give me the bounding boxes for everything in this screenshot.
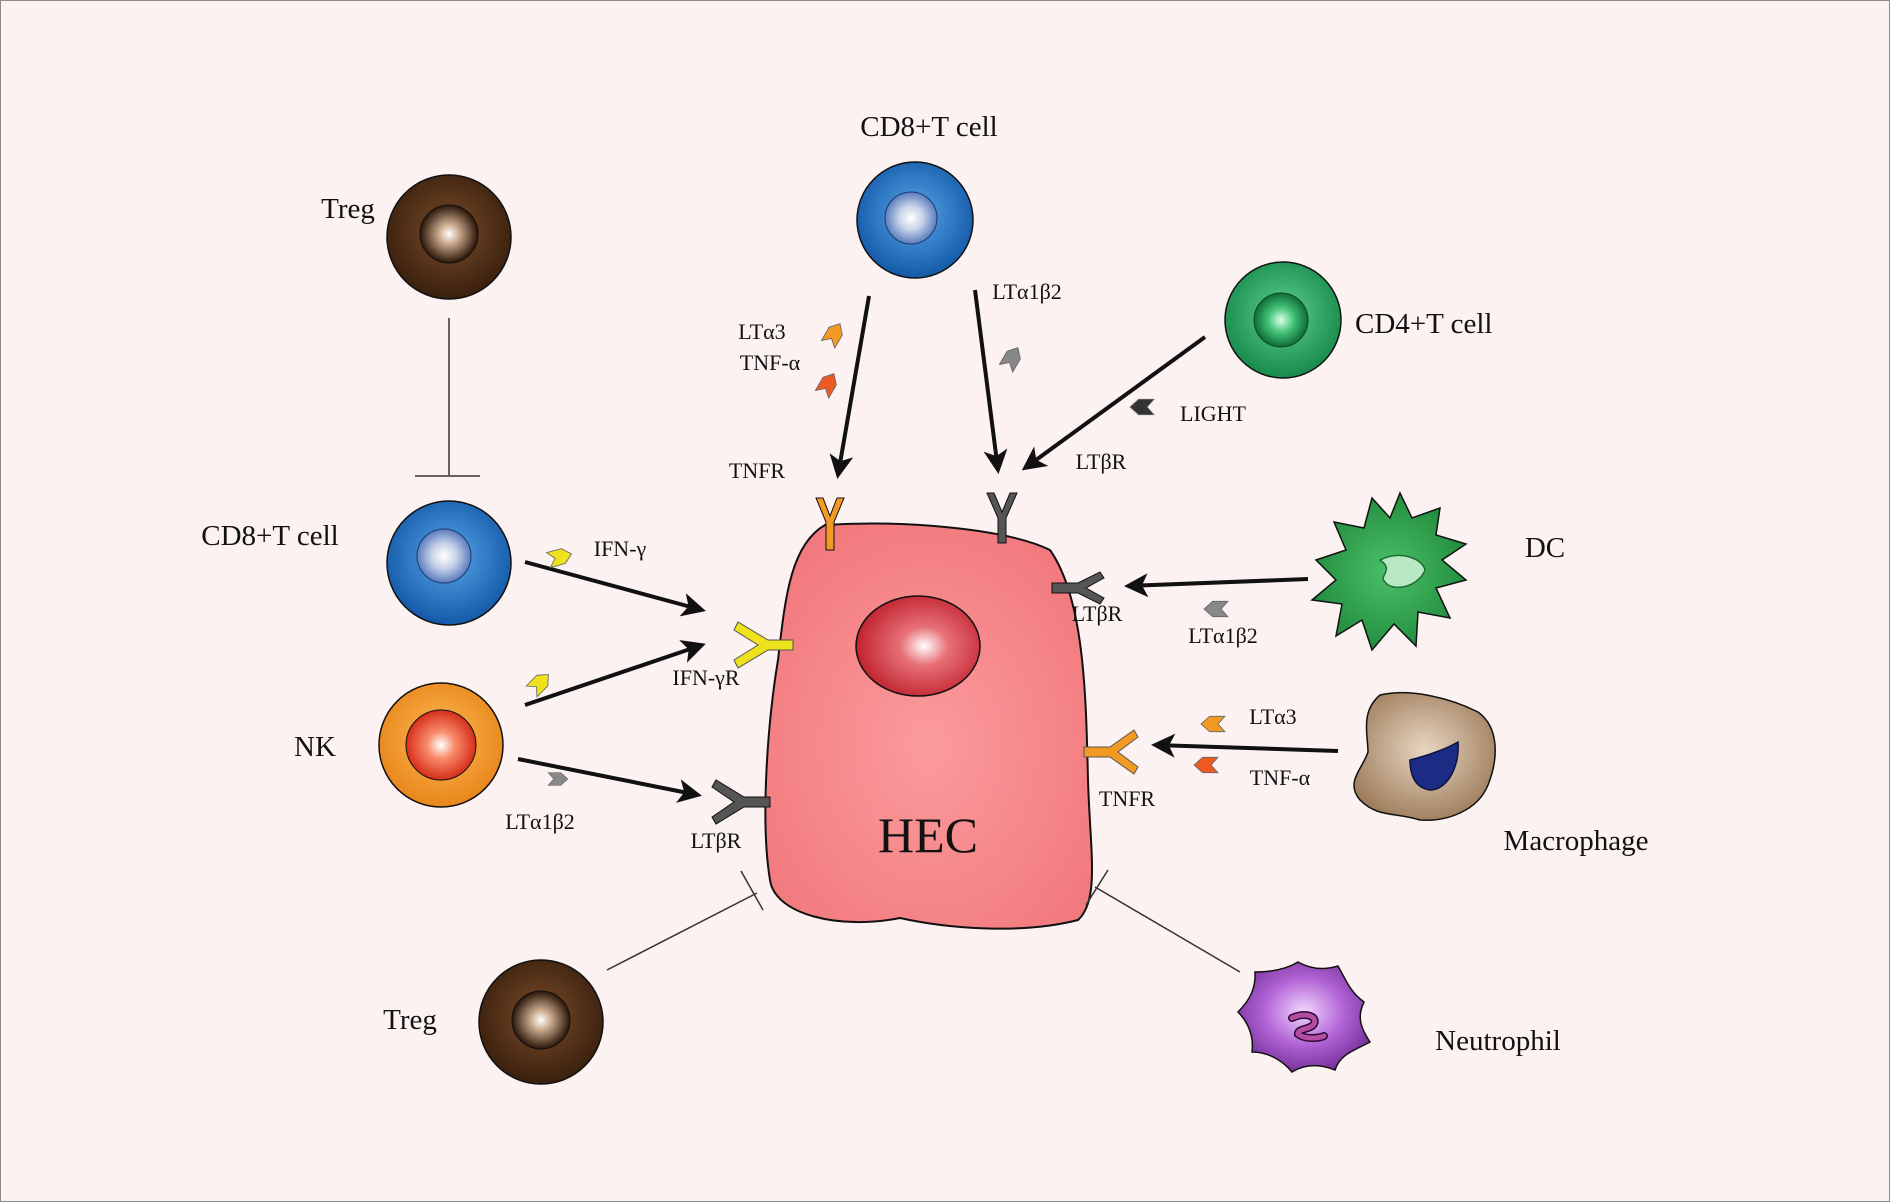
ifngr-label: IFN-γR — [672, 665, 739, 690]
treg-top-label: Treg — [321, 193, 375, 225]
ifngr-receptor — [733, 621, 794, 669]
macrophage-cell — [1353, 692, 1496, 821]
ltbr-top-label: LTβR — [1076, 449, 1127, 474]
arrow-macrophage-tnfr — [1151, 733, 1339, 758]
arrow-cd8top-ltbr — [973, 289, 1008, 474]
cd8-left-cell — [386, 500, 512, 626]
ltbr-left-label: LTβR — [691, 828, 742, 853]
tnfa-macrophage-label: TNF-α — [1250, 765, 1311, 790]
arrow-cd4-ltbr — [1021, 335, 1207, 471]
arrow-dc-ltbr — [1124, 573, 1309, 598]
macrophage-label: Macrophage — [1504, 825, 1649, 857]
nk-cell — [378, 682, 504, 808]
hec-cell: HEC — [764, 522, 1093, 930]
ltbr-left-receptor — [711, 779, 771, 825]
arrow-cd8top-tnfr — [829, 295, 871, 479]
tnfr-right-receptor — [1083, 729, 1139, 775]
lta1b2-top-label: LTα1β2 — [992, 279, 1062, 304]
cd4-label: CD4+T cell — [1355, 308, 1492, 340]
cd4-cell — [1224, 261, 1342, 379]
tnfr-top-label: TNFR — [729, 458, 786, 483]
ifng-label: IFN-γ — [594, 536, 647, 561]
arrow-cd8left-ifngr — [524, 560, 706, 617]
neutrophil-cell — [1236, 961, 1372, 1073]
treg-bottom-cell — [478, 959, 604, 1085]
cd8-top-label: CD8+T cell — [860, 111, 997, 143]
hec-nucleus — [855, 595, 981, 697]
light-label: LIGHT — [1180, 401, 1247, 426]
tnfr-right-label: TNFR — [1099, 786, 1156, 811]
tnfa-top-label: TNF-α — [740, 350, 801, 375]
cd8-left-label: CD8+T cell — [201, 520, 338, 552]
ltbr-right-label: LTβR — [1072, 601, 1123, 626]
lta3-top-label: LTα3 — [738, 319, 785, 344]
inhibition-treg-top — [415, 318, 480, 477]
hec-label: HEC — [878, 807, 978, 863]
hec-cell-body — [764, 522, 1093, 930]
tnfr-top-receptor — [815, 497, 845, 551]
inhibition-treg-bottom — [606, 870, 764, 971]
ltbr-right-receptor — [1051, 571, 1105, 605]
neutrophil-label: Neutrophil — [1435, 1025, 1561, 1057]
lta1b2-dc-label: LTα1β2 — [1188, 623, 1258, 648]
nk-label: NK — [294, 731, 336, 763]
inhibition-neutrophil — [1085, 869, 1241, 973]
arrow-nk-ltbr — [517, 757, 702, 803]
ltbr-top-receptor — [986, 492, 1018, 544]
dc-label: DC — [1525, 532, 1565, 564]
treg-bottom-label: Treg — [383, 1004, 437, 1036]
arrow-nk-ifngr — [524, 640, 706, 707]
lta3-macrophage-label: LTα3 — [1249, 704, 1296, 729]
lta1b2-nk-label: LTα1β2 — [505, 809, 575, 834]
dc-cell — [1310, 491, 1468, 652]
treg-top-cell — [386, 174, 512, 300]
cd8-top-cell — [856, 161, 974, 279]
